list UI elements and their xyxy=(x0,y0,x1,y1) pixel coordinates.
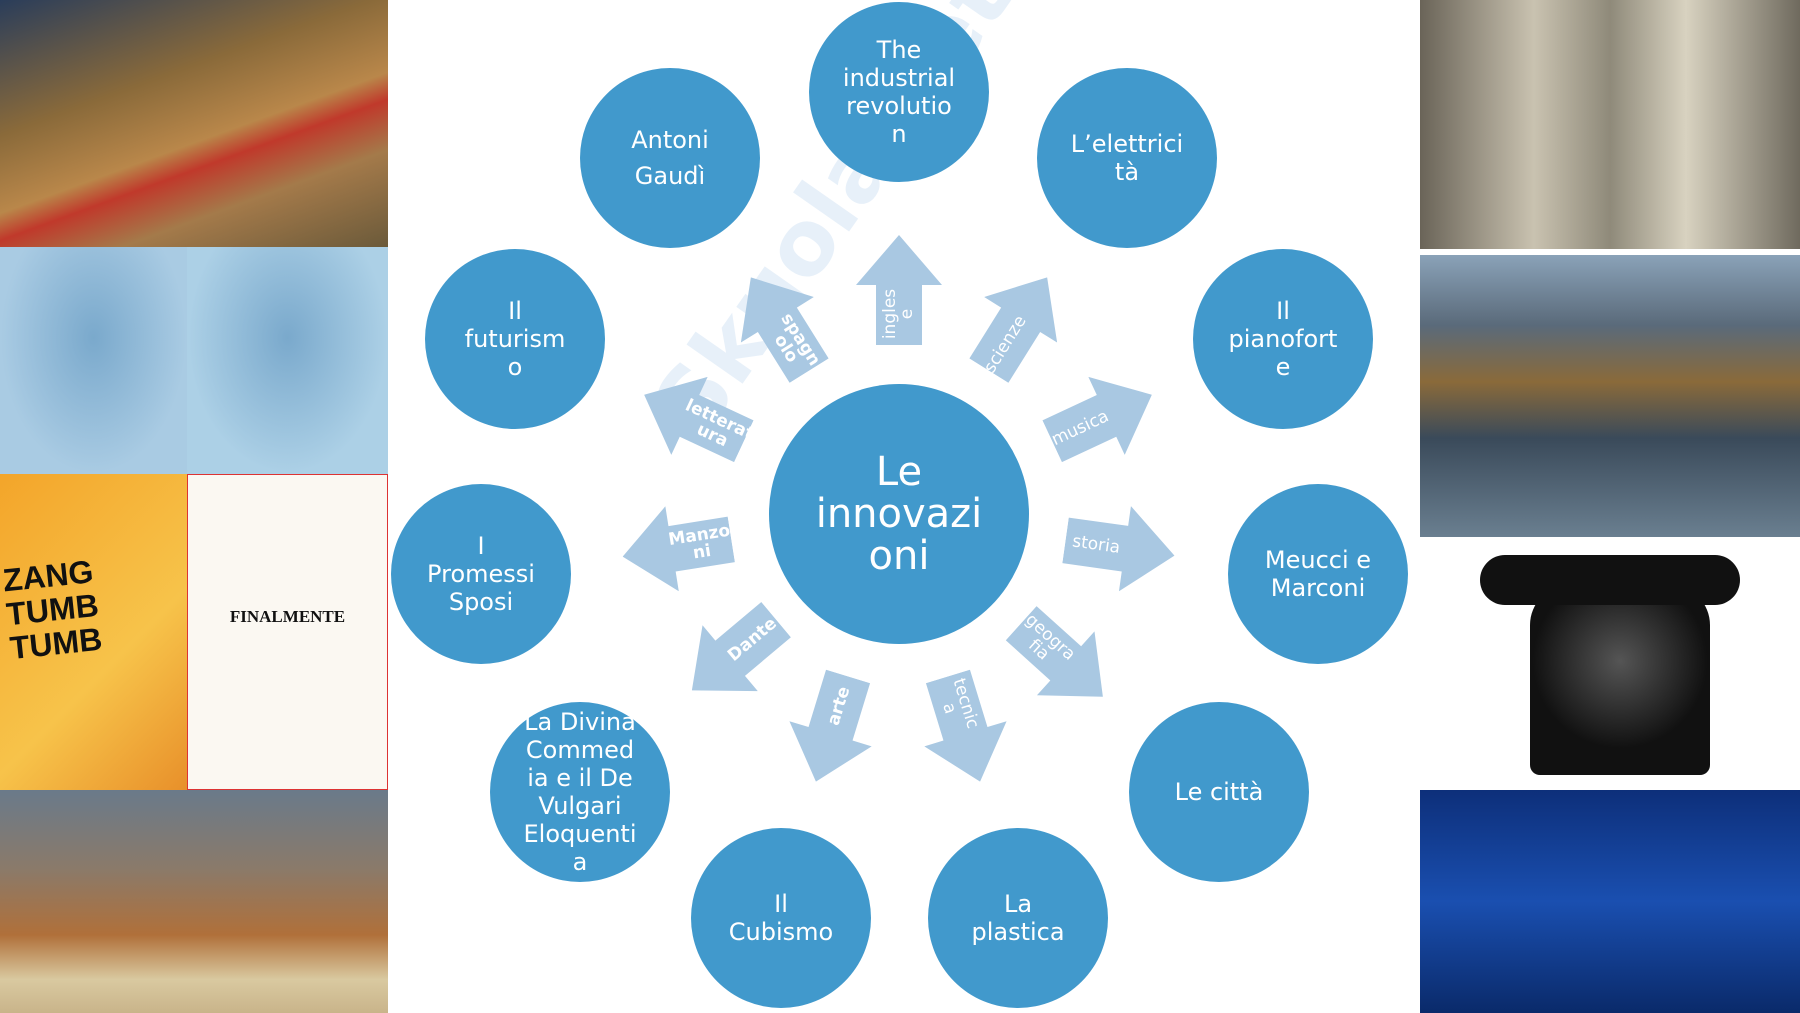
dante-painting-image xyxy=(0,0,388,247)
topic-plastica: La plastica xyxy=(928,828,1108,1008)
central-topic-circle: Le innovazi oni xyxy=(769,384,1029,644)
futurist-poster-image: ZANG TUMB TUMB xyxy=(0,474,187,790)
arrow-musica: musica xyxy=(1034,356,1170,480)
topic-elettricita: L’elettrici tà xyxy=(1037,68,1217,248)
topic-futurismo: Il futurism o xyxy=(425,249,605,429)
topic-promessi-sposi: I Promessi Sposi xyxy=(391,484,571,664)
arrow-storia: storia xyxy=(1060,498,1181,598)
arrow-dante: Dante xyxy=(664,587,804,724)
page-text: FINALMENTE xyxy=(229,607,346,626)
factory-painting-image xyxy=(0,790,388,1013)
arrow-scienze: scienze xyxy=(952,255,1083,394)
portrait-man-image xyxy=(0,247,187,474)
london-city-image xyxy=(1420,255,1800,537)
arrow-arte: arte xyxy=(775,664,889,794)
topic-le-citta: Le città xyxy=(1129,702,1309,882)
topic-meucci-marconi: Meucci e Marconi xyxy=(1228,484,1408,664)
topic-industrial-revolution: The industrial revolutio n xyxy=(809,2,989,182)
portrait-woman-image xyxy=(187,247,388,474)
arrow-spagnolo: spagn olo xyxy=(714,255,845,394)
arrow-tecnica: tecnic a xyxy=(907,664,1021,794)
arrow-inglese: ingles e xyxy=(856,235,942,345)
poster-text: ZANG TUMB TUMB xyxy=(1,553,104,667)
topic-cubismo: Il Cubismo xyxy=(691,828,871,1008)
arrow-manzoni: Manzo ni xyxy=(616,497,738,599)
sagrada-familia-image xyxy=(1420,0,1800,249)
arrow-letteratura: letterat ura xyxy=(626,356,762,480)
futurist-page-image: FINALMENTE xyxy=(187,474,388,790)
topic-antoni-gaudi: Antoni Gaudì xyxy=(580,68,760,248)
arrow-geografia: geogra fia xyxy=(992,591,1131,729)
power-lines-image xyxy=(1420,790,1800,1013)
topic-pianoforte: Il pianofort e xyxy=(1193,249,1373,429)
telephone-image xyxy=(1420,545,1800,786)
topic-divina-commedia: La Divina Commed ia e il De Vulgari Eloq… xyxy=(490,702,670,882)
